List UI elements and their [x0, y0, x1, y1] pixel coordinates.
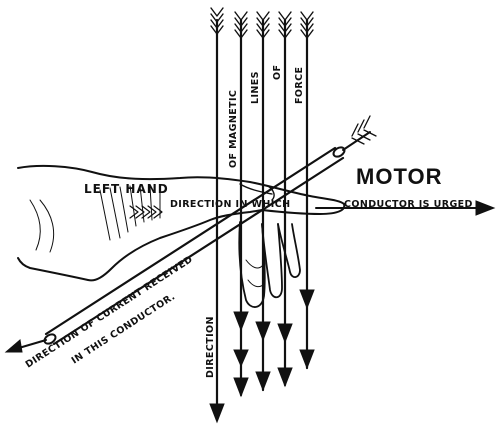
conductor-is-urged-label: CONDUCTOR IS URGED — [344, 199, 473, 210]
lines-label: LINES — [250, 71, 261, 104]
motor-label: MOTOR — [356, 164, 442, 189]
conductor-rod — [4, 115, 377, 353]
field-line — [299, 11, 315, 370]
left-hand-drawing — [17, 164, 346, 308]
field-line — [277, 11, 293, 388]
direction-vertical-label: DIRECTION — [205, 316, 216, 378]
direction-in-which-label: DIRECTION IN WHICH — [170, 199, 290, 210]
force-arrow — [315, 200, 496, 216]
of-magnetic-label: OF MAGNETIC — [228, 90, 239, 168]
force-label: FORCE — [294, 67, 305, 104]
left-hand-label: LEFT HAND — [84, 182, 169, 196]
magnetic-field-lines — [209, 7, 315, 424]
of-label: OF — [272, 65, 283, 80]
field-line — [255, 11, 271, 392]
field-line — [209, 7, 225, 424]
